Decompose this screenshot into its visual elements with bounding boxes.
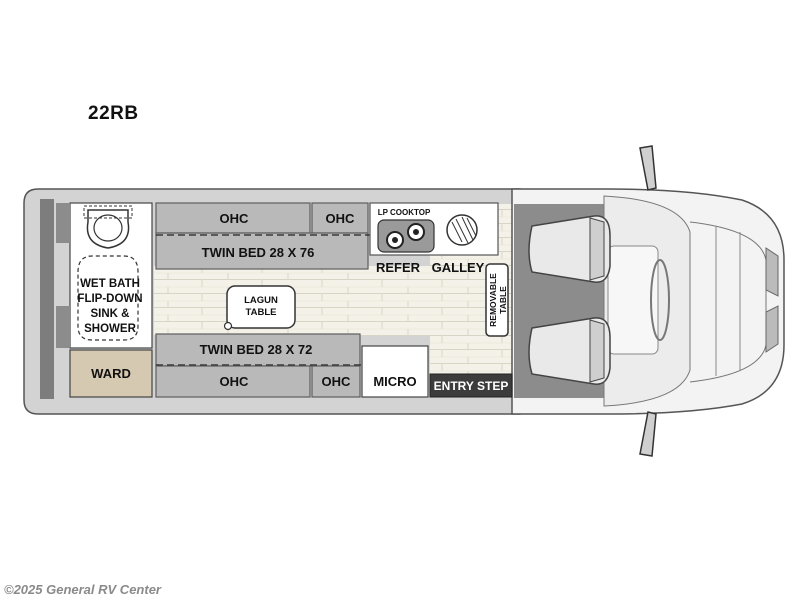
ohc-lower-right-label: OHC [322, 374, 352, 389]
wet-bath-line-1: WET BATH [80, 278, 140, 290]
twin-bed-lower: TWIN BED 28 X 72 [155, 333, 430, 367]
ward-label: WARD [91, 366, 131, 381]
removable-table-line-2: TABLE [498, 286, 508, 314]
lagun-table-line-1: LAGUN [244, 295, 278, 306]
model-name: 22RB [88, 103, 139, 124]
ohc-lower-right: OHC [311, 365, 361, 398]
left-mirror [639, 145, 657, 191]
galley: LP COOKTOP REFER GALLEY [369, 202, 499, 275]
twin-bed-lower-label: TWIN BED 28 X 72 [200, 342, 313, 357]
right-mirror [639, 411, 657, 457]
windshield [689, 221, 767, 383]
galley-label: GALLEY [432, 260, 485, 275]
wet-bath-line-4: SHOWER [84, 323, 136, 335]
cooktop-icon [377, 219, 435, 253]
steering-wheel [650, 259, 670, 341]
wet-bath-line-2: FLIP-DOWN [77, 293, 142, 305]
twin-bed-upper: TWIN BED 28 X 76 [155, 232, 498, 270]
rear-wall [40, 199, 54, 399]
lagun-table-line-2: TABLE [246, 307, 277, 318]
lp-cooktop-label: LP COOKTOP [378, 208, 431, 217]
twin-bed-upper-label: TWIN BED 28 X 76 [202, 245, 315, 260]
wet-bath-line-3: SINK & [91, 308, 130, 320]
wardrobe: WARD [69, 349, 153, 398]
ohc-upper-left-label: OHC [220, 211, 250, 226]
ohc-lower-left-label: OHC [220, 374, 250, 389]
removable-table: REMOVABLE TABLE [485, 263, 509, 337]
microwave: MICRO [361, 345, 429, 398]
ohc-upper-left: OHC [155, 202, 311, 234]
ohc-upper-right: OHC [311, 202, 369, 234]
driver-seat [528, 215, 611, 283]
center-console [607, 245, 659, 355]
entry-step: ENTRY STEP [429, 373, 513, 398]
lagun-table: LAGUN TABLE [223, 285, 296, 331]
refer-label: REFER [376, 260, 421, 275]
cab [511, 145, 785, 457]
ohc-upper-right-label: OHC [326, 211, 356, 226]
passenger-seat [528, 317, 611, 385]
removable-table-line-1: REMOVABLE [488, 273, 498, 327]
ohc-lower-left: OHC [155, 365, 311, 398]
entry-step-label: ENTRY STEP [434, 379, 509, 393]
copyright-text: ©2025 General RV Center [4, 582, 161, 597]
wet-bath: WET BATH FLIP-DOWN SINK & SHOWER [56, 202, 153, 349]
micro-label: MICRO [373, 374, 416, 389]
